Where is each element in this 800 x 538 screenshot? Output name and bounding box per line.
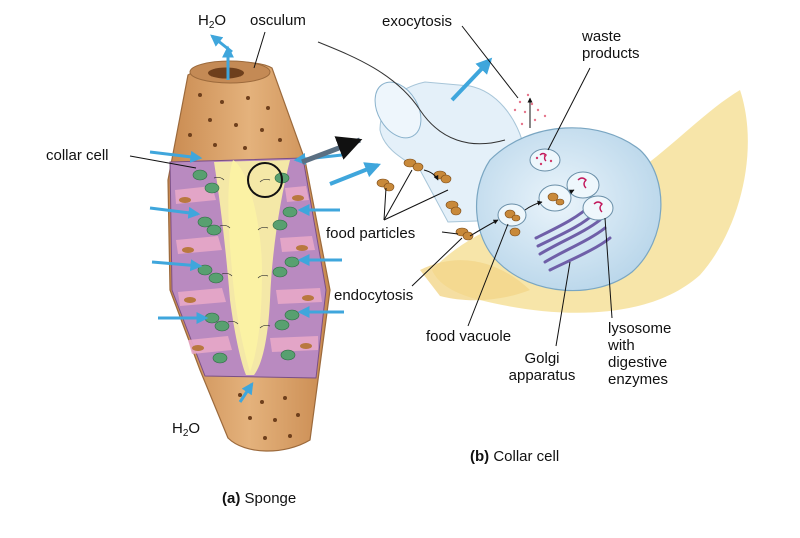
label-collar-cell: collar cell	[46, 147, 109, 164]
label-h2o-bottom: H2O	[172, 420, 201, 439]
label-food-vacuole: food vacuole	[426, 328, 512, 345]
sponge-body	[167, 60, 331, 452]
label-endocytosis: endocytosis	[334, 287, 414, 304]
label-h2o-top: H2O	[198, 12, 227, 31]
label-food-particles: food particles	[326, 225, 416, 242]
collar-water-arrows	[329, 57, 493, 186]
caption-sponge: (a) Sponge	[222, 490, 297, 507]
label-waste-products: waste products	[582, 28, 640, 62]
collar-cell-illustration	[317, 41, 748, 313]
label-lysosome: lysosome with digestive enzymes	[608, 320, 672, 388]
label-exocytosis: exocytosis	[382, 13, 453, 30]
leader-lines	[129, 25, 613, 347]
label-golgi-apparatus: Golgi apparatus	[508, 350, 576, 384]
label-osculum: osculum	[250, 12, 306, 29]
magnify-arrow	[301, 136, 363, 165]
caption-collar-cell: (b) Collar cell	[470, 448, 560, 465]
